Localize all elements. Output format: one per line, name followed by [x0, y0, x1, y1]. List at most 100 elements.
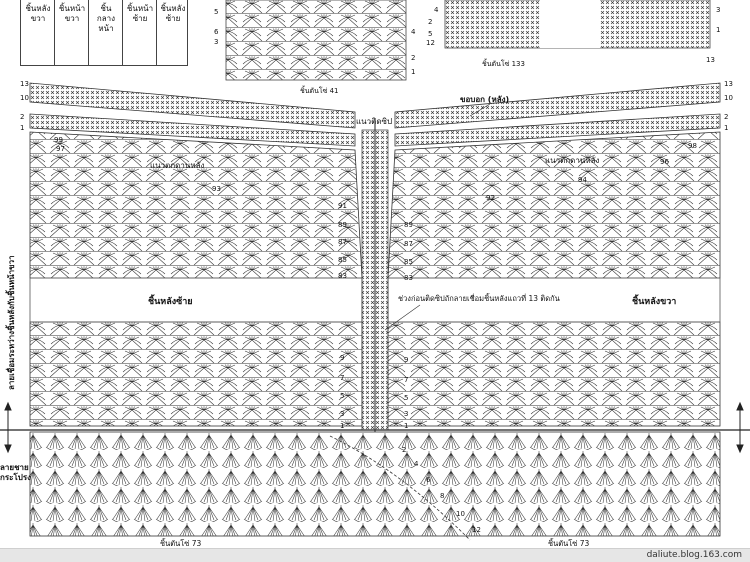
motif-row-number: 3 — [214, 38, 218, 46]
legend-item: ชิ้นหน้า ขวา — [58, 4, 86, 24]
motif-row-number: 2 — [411, 54, 415, 62]
legend-item-line: ชิ้นหน้า — [58, 4, 86, 13]
row-number: 89 — [338, 221, 347, 229]
row-number: 2 — [20, 113, 24, 121]
row-number: 4 — [414, 460, 419, 468]
row-number: 85 — [338, 256, 347, 264]
legend-item-line: ขวา — [30, 14, 46, 23]
row-number: 1 — [340, 422, 344, 430]
legend-item: ชิ้นหน้า ซ้าย — [126, 4, 154, 24]
left-back-label: ชิ้นหลังซ้าย — [148, 294, 193, 307]
row-number: 9 — [404, 356, 408, 364]
side-vertical-label: ลายเชื่อมระหว่างชิ้นหลังกับชิ้นหน้าขวา — [5, 255, 16, 390]
left-back-lower-panel — [29, 321, 363, 427]
row-number: 6 — [426, 476, 431, 484]
row-number: 96 — [660, 158, 669, 166]
motif-row-number: 3 — [716, 6, 720, 14]
credit-text: daliute.blog.163.com — [646, 550, 742, 560]
row-number: 9 — [340, 354, 344, 362]
legend-item-line: ชิ้นหลัง — [25, 4, 51, 13]
row-number: 89 — [404, 221, 413, 229]
row-number: 2 — [724, 113, 728, 121]
row-number: 10 — [456, 510, 465, 518]
row-number: 93 — [212, 185, 221, 193]
motif-row-number: 5 — [428, 30, 432, 38]
legend-item-line: ชิ้นกลาง — [96, 4, 116, 23]
row-number: 7 — [340, 374, 344, 382]
skirt-section — [0, 429, 750, 541]
side-bottom-label-1: ลายชาย — [0, 463, 29, 472]
row-number: 83 — [404, 274, 413, 282]
legend-divider — [122, 0, 123, 66]
legend-item-line: ซ้าย — [132, 14, 148, 23]
row-number: 1 — [20, 124, 24, 132]
zipper-strip — [361, 118, 389, 432]
legend-divider — [54, 0, 55, 66]
row-number: 13 — [20, 80, 29, 88]
right-back-label: ชิ้นหลังขวา — [632, 294, 676, 307]
legend-item-line: ชิ้นหลัง — [160, 4, 186, 13]
row-number: 3 — [404, 410, 408, 418]
row-number: 10 — [724, 94, 733, 102]
motif-row-number: 1 — [716, 26, 720, 34]
row-number: 7 — [404, 376, 408, 384]
yoke-band-right — [394, 82, 721, 147]
legend-item-line: ซ้าย — [165, 14, 181, 23]
row-number: 5 — [340, 392, 344, 400]
motif-row-number: 6 — [214, 28, 219, 36]
row-numbers-right: 13 10 2 1 98 96 94 92 89 87 85 83 9 7 5 … — [404, 80, 733, 430]
top-motif-right: 4 2 5 12 3 1 13 ชิ้นตันโซ่ 133 — [426, 0, 720, 68]
edge-label: ขอบอก (หลัง) — [460, 95, 509, 104]
row-number: 94 — [578, 176, 587, 184]
side-bottom-label-2: กระโปรง — [0, 472, 31, 482]
row-numbers-skirt: 2 4 6 8 10 12 — [402, 446, 481, 534]
row-number: 99 — [54, 136, 63, 144]
row-number: 83 — [338, 272, 347, 280]
right-back-lower-panel — [387, 321, 721, 427]
row-number: 87 — [404, 240, 413, 248]
row-number: 1 — [404, 422, 408, 430]
seam-note: ช่วงก่อนติดซิปถักลายเชื่อมชิ้นหลังแถวที่… — [398, 293, 560, 303]
motif-row-number: 2 — [428, 18, 432, 26]
legend-item: ชิ้นกลาง หน้า — [92, 4, 120, 34]
top-right-caption: ชิ้นตันโซ่ 133 — [482, 57, 525, 68]
legend-item-line: หน้า — [98, 24, 114, 33]
motif-row-number: 13 — [706, 56, 715, 64]
row-number: 92 — [486, 194, 495, 202]
row-number: 2 — [402, 446, 406, 454]
top-left-caption: ชิ้นตันโซ่ 41 — [300, 84, 339, 95]
neck-right-label: แนวตกดานหลัง — [545, 156, 599, 165]
row-number: 85 — [404, 258, 413, 266]
legend-item-line: ขวา — [64, 14, 80, 23]
row-number: 98 — [688, 142, 697, 150]
legend-box: ชิ้นหลัง ขวา ชิ้นหน้า ขวา ชิ้นกลาง หน้า … — [20, 0, 188, 66]
yoke-band-left — [29, 82, 356, 147]
zipper-label: แนวติดซิป — [356, 117, 392, 126]
legend-item: ชิ้นหลัง ขวา — [24, 4, 52, 24]
bottom-left-caption: ชิ้นตันโซ่ 73 — [160, 538, 201, 548]
legend-divider — [88, 0, 89, 66]
top-motif-left: 5 6 3 4 2 1 ชิ้นตันโซ่ 41 — [214, 0, 416, 95]
motif-row-number: 5 — [214, 8, 218, 16]
row-number: 87 — [338, 238, 347, 246]
motif-row-number: 1 — [411, 68, 415, 76]
bottom-right-caption: ชิ้นตันโซ่ 73 — [548, 538, 589, 548]
crochet-diagram: 5 6 3 4 2 1 ชิ้นตันโซ่ 41 4 2 5 12 3 1 1… — [0, 0, 750, 548]
legend-item: ชิ้นหลัง ซ้าย — [159, 4, 187, 24]
row-number: 5 — [404, 394, 408, 402]
right-back-upper-panel — [387, 131, 721, 279]
neck-left-label: แนวตกดานหลัง — [150, 161, 204, 170]
motif-row-number: 4 — [434, 6, 439, 14]
row-number: 13 — [724, 80, 733, 88]
row-number: 97 — [56, 145, 65, 153]
legend-divider — [156, 0, 157, 66]
legend-item-line: ชิ้นหน้า — [126, 4, 154, 13]
side-arrows — [4, 401, 744, 454]
row-number: 8 — [440, 492, 444, 500]
row-number: 91 — [338, 202, 347, 210]
row-number: 12 — [472, 526, 481, 534]
left-back-upper-panel — [29, 131, 363, 279]
row-number: 1 — [724, 124, 728, 132]
footer-bar: daliute.blog.163.com — [0, 548, 750, 562]
motif-row-number: 4 — [411, 28, 416, 36]
